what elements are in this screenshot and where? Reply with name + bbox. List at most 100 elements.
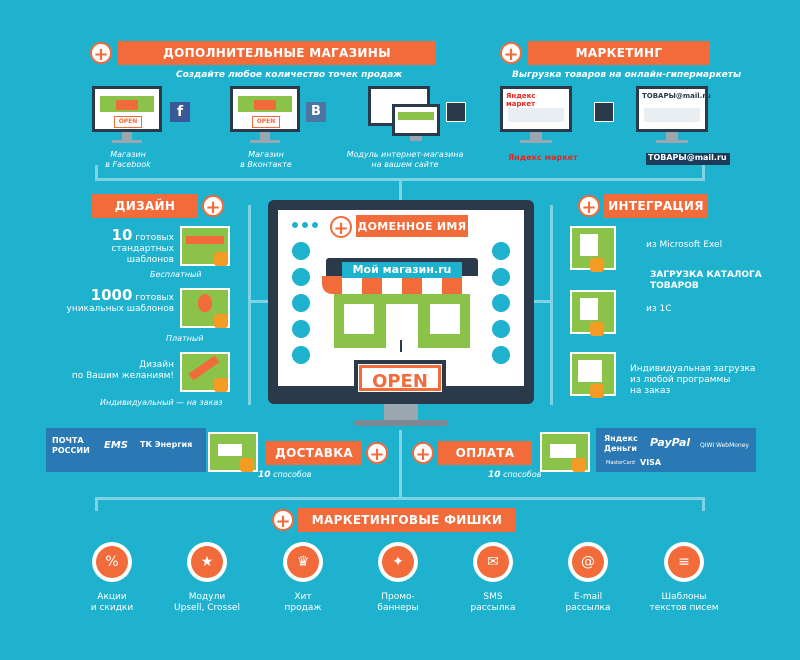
shops-banner: ДОПОЛНИТЕЛЬНЫЕ МАГАЗИНЫ [118,41,436,65]
spreadsheet-icon [578,360,602,382]
integration-banner: ИНТЕГРАЦИЯ [604,194,708,218]
guitar-icon[interactable] [492,242,510,260]
domain-banner: ДОМЕННОЕ ИМЯ [356,215,468,237]
paypal-logo: PayPal [650,436,691,449]
connector-top-left-drop [95,165,98,181]
templates-circle: ≡ [664,542,704,582]
features-plus-icon[interactable]: + [272,509,294,532]
connector-top-right-drop [702,165,705,181]
connector-right-bracket [550,205,553,405]
onec-doc-icon [580,298,598,320]
payment-plus-icon[interactable]: + [412,442,434,465]
promo-circle: ✦ [378,542,418,582]
design-item-2-number: 1000 [90,286,133,304]
marketing-plus-icon[interactable]: + [500,42,522,65]
tshirt-icon[interactable] [292,242,310,260]
mail-goods-caption-logo: ТОВАРЫ@mail.ru [646,153,730,165]
connector-left-bracket [248,205,251,405]
hit-circle: ♛ [283,542,323,582]
connector-center-down [399,430,402,500]
hit-basket-icon: ♛ [287,546,319,578]
visa-logo: VISA [640,458,662,467]
vkontakte-badge-icon: B [306,102,326,122]
hand-pointer-icon [590,258,604,272]
shoe-icon[interactable] [292,268,310,286]
plane-icon[interactable] [292,294,310,312]
ems-logo: EMS [104,440,128,451]
payment-banner: ОПЛАТА [438,441,532,465]
design-item-1-note: Бесплатный [150,270,202,279]
sale-circle: % [92,542,132,582]
connector-bottom-right-up [702,497,705,511]
catalog-load-label: ЗАГРУЗКА КАТАЛОГА ТОВАРОВ [650,270,762,291]
lamp-icon[interactable] [492,268,510,286]
delivery-count: 10 способов [258,470,311,480]
sale-tag-icon: % [96,546,128,578]
yandex-market-logo: Яндекс маркет [506,92,536,108]
shop-name-sign: Мой магазин.ru [342,262,462,278]
site-module-caption: Модуль интернет-магазина на вашем сайте [346,150,464,169]
watch-icon[interactable] [492,320,510,338]
phone-icon[interactable] [492,346,510,364]
design-plus-icon[interactable]: + [202,195,224,218]
hand-pointer-icon [590,322,604,336]
document-icon: ≡ [668,546,700,578]
washer-icon[interactable] [492,294,510,312]
tk-energia-logo: ТК Энергия [140,440,193,449]
excel-doc-icon [580,234,598,256]
vkontakte-shop-caption: Магазин в Вконтакте [240,150,292,169]
feature-promo-caption: Промо- баннеры [377,592,419,613]
open-sign[interactable]: OPEN [354,360,446,396]
card-icon [550,444,576,458]
phone-icon: ✉ [477,546,509,578]
qiwi-logo: QIWI [700,442,715,449]
monitor-neck [384,404,418,420]
storefront-window-right [430,304,460,334]
car-icon[interactable] [292,346,310,364]
open-sign-string [400,340,402,352]
webmoney-logo: WebMoney [716,442,749,449]
hand-pointer-icon [214,252,228,266]
design-item-1-label: готовых стандартных шаблонов [111,233,174,265]
delivery-count-suffix: способов [273,470,312,479]
connector-right-mid [534,300,552,303]
shops-subtitle: Создайте любое количество точек продаж [176,70,403,80]
upsell-circle: ★ [187,542,227,582]
payment-count-suffix: способов [503,470,542,479]
lightbulb-icon: ✦ [382,546,414,578]
feature-email-caption: E-mail рассылка [565,592,611,613]
sms-circle: ✉ [473,542,513,582]
design-item-3-note: Индивидуальный — на заказ [100,398,223,407]
marketing-subtitle: Выгрузка товаров на онлайн-гипермаркеты [512,70,742,80]
envelope-icon: @ [572,546,604,578]
russian-post-logo: ПОЧТА РОССИИ [52,436,90,455]
storefront-door[interactable] [386,304,418,348]
hand-pointer-icon [214,314,228,328]
balloon-icon [198,294,212,312]
payment-logos-strip [596,428,756,472]
delivery-plus-icon[interactable]: + [366,442,388,465]
facebook-badge-icon: f [170,102,190,122]
export-cart-icon [594,102,614,122]
hand-pointer-icon [240,458,254,472]
facebook-shop-caption: Магазин в Facebook [105,150,151,169]
feature-hit-caption: Хит продаж [284,592,322,613]
box-icon[interactable] [292,320,310,338]
connector-bottom-left-up [95,497,98,511]
design-item-2-note: Платный [166,334,204,343]
domain-plus-icon[interactable]: + [330,216,352,239]
feature-upsell-caption: Модули Upsell, Crossel [174,592,240,613]
yandex-money-logo: Яндекс Деньги [604,434,638,453]
feature-templates-caption: Шаблоны текстов писем [649,592,719,613]
hand-pointer-icon [590,384,604,398]
design-item-3-text: Дизайн по Вашим желаниям! [71,360,174,381]
shops-plus-icon[interactable]: + [90,42,112,65]
design-banner: ДИЗАЙН [92,194,198,218]
delivery-banner: ДОСТАВКА [266,441,362,465]
design-item-1-number: 10 [111,226,133,244]
payment-count-number: 10 [488,470,501,480]
hand-pointer-icon [572,458,586,472]
site-module-badge-icon [446,102,466,122]
integration-plus-icon[interactable]: + [578,195,600,218]
integration-custom-label: Индивидуальная загрузка из любой програм… [630,364,756,396]
